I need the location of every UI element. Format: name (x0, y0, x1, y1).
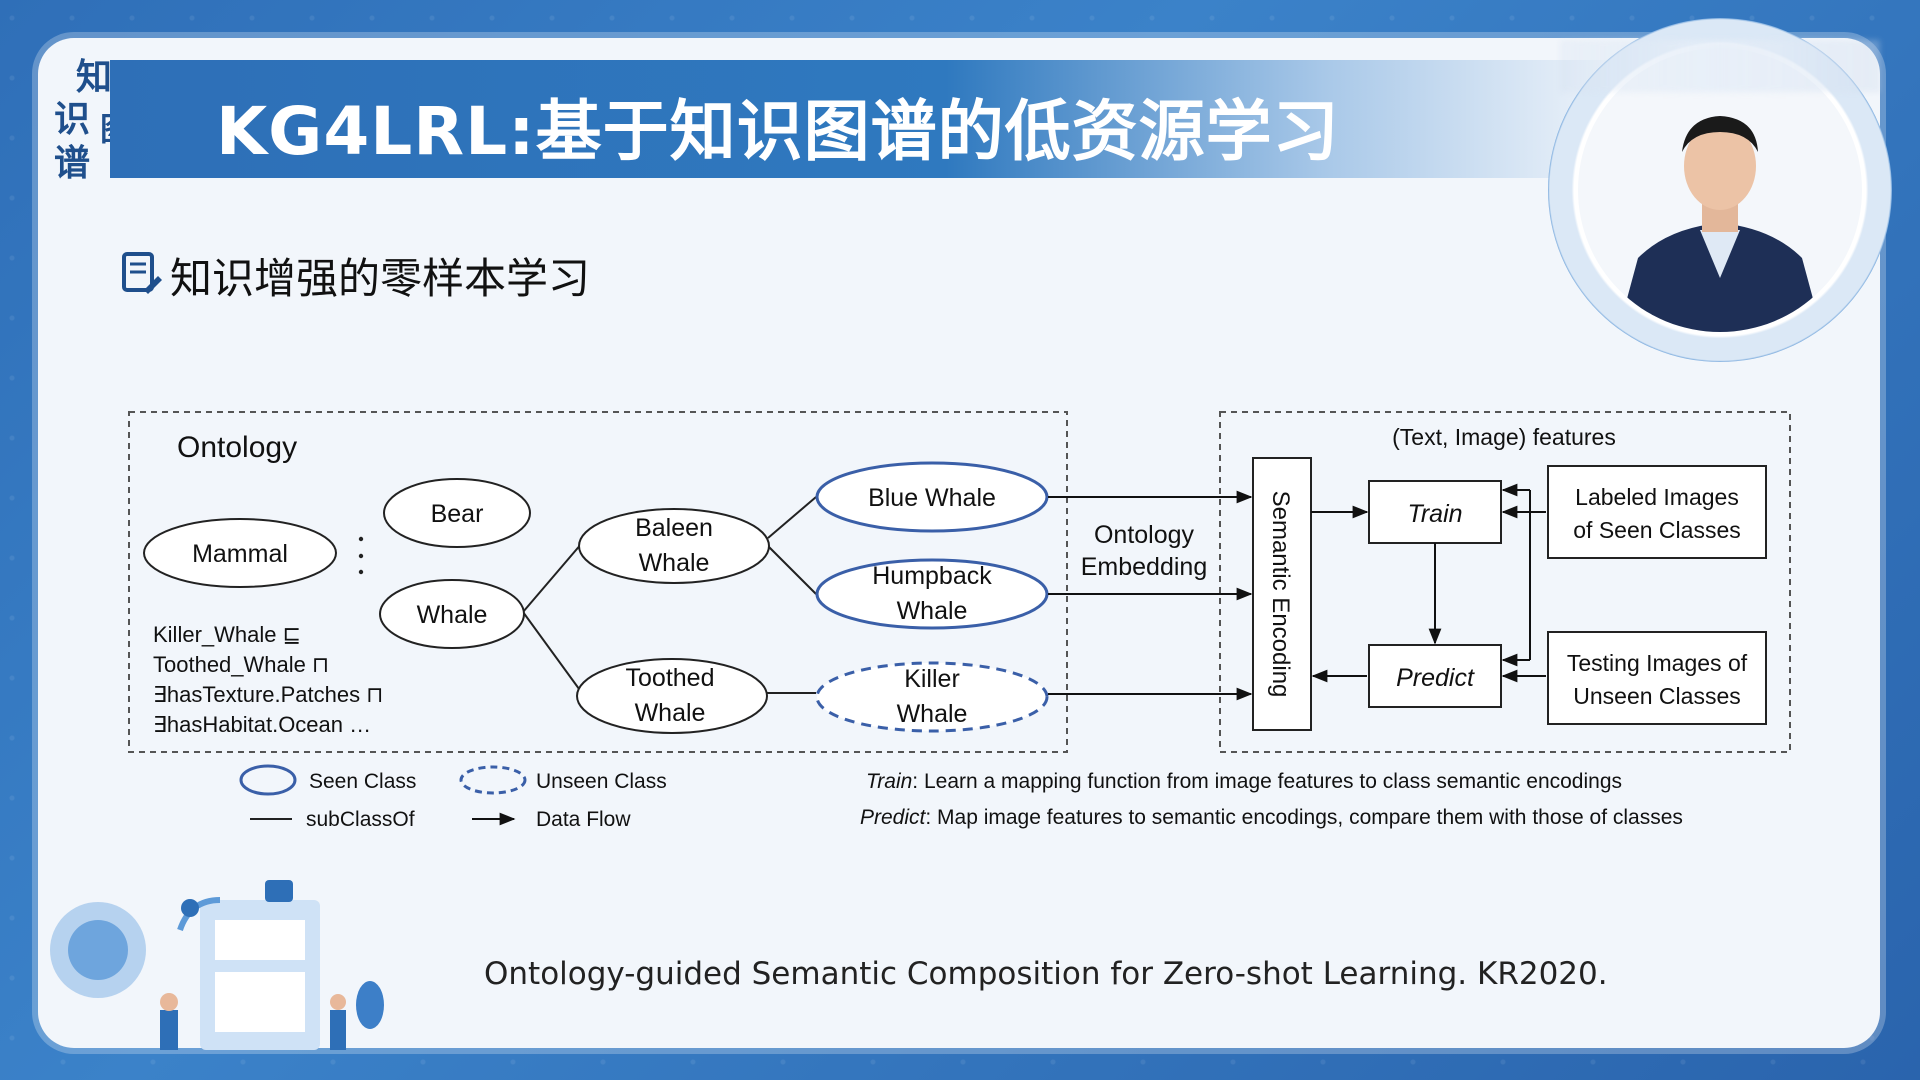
node-mammal (143, 518, 337, 588)
note-predict-text: : Map image features to semantic encodin… (925, 806, 1683, 829)
note-train-key: Train (866, 770, 912, 793)
logo-char-4: 谱 (54, 143, 91, 184)
axiom-line-2: Toothed_Whale ⊓ (153, 652, 329, 677)
logo-char-2: 识 (54, 99, 91, 140)
label-humpback-2: Whale (897, 597, 968, 625)
note-train: Train: Learn a mapping function from ima… (866, 770, 1622, 793)
features-title: (Text, Image) features (1392, 424, 1616, 450)
label-humpback-1: Humpback (872, 562, 992, 590)
semantic-encoding-box (1252, 457, 1312, 731)
axiom-line-3: ∃hasTexture.Patches ⊓ (153, 682, 383, 707)
node-bear (383, 478, 531, 548)
subclass-lines (522, 496, 817, 694)
node-humpback-whale (815, 558, 1049, 630)
section-subtitle: 知识增强的零样本学习 (170, 254, 591, 303)
label-blue-whale: Blue Whale (868, 484, 996, 512)
page-title: KG4LRL:基于知识图谱的低资源学习 (216, 93, 1340, 170)
labeled-images-label-1: Labeled Images (1575, 484, 1739, 510)
ellipsis-dots (358, 536, 364, 575)
note-train-text: : Learn a mapping function from image fe… (912, 770, 1622, 793)
decorative-illustration (50, 880, 384, 1050)
testing-images-box (1547, 631, 1767, 725)
note-predict-key: Predict (860, 806, 927, 829)
label-whale: Whale (417, 601, 488, 629)
legend-seen-icon (239, 764, 297, 796)
node-toothed-whale (576, 658, 768, 734)
ontology-embedding-label-1: Ontology (1094, 521, 1195, 549)
semantic-encoding-label: Semantic Encoding (1267, 491, 1294, 698)
citation: Ontology-guided Semantic Composition for… (484, 956, 1608, 992)
node-baleen-whale (578, 508, 770, 584)
legend-seen-label: Seen Class (309, 770, 416, 793)
presenter-figure (1578, 48, 1862, 332)
testing-images-label-1: Testing Images of (1567, 650, 1748, 676)
predict-label: Predict (1396, 664, 1475, 692)
node-killer-whale (815, 661, 1049, 733)
legend-unseen-label: Unseen Class (536, 770, 667, 793)
labeled-images-label-2: of Seen Classes (1573, 517, 1740, 543)
label-mammal: Mammal (192, 540, 288, 568)
note-predict: Predict: Map image features to semantic … (860, 806, 1683, 829)
dataflow-arrows (1048, 490, 1253, 701)
legend-unseen-icon (459, 765, 527, 795)
label-killer-1: Killer (904, 665, 960, 693)
ontology-embedding-label-2: Embedding (1081, 553, 1207, 581)
labeled-images-box (1547, 465, 1767, 559)
node-whale (379, 579, 525, 649)
label-killer-2: Whale (897, 700, 968, 728)
title-banner (110, 60, 1630, 178)
training-box (1219, 411, 1791, 753)
label-baleen-1: Baleen (635, 514, 713, 542)
ontology-title: Ontology (177, 431, 297, 464)
train-box (1368, 480, 1502, 544)
testing-images-label-2: Unseen Classes (1573, 683, 1740, 709)
blurred-overlay (1560, 40, 1880, 92)
legend-dataflow-label: Data Flow (536, 808, 631, 831)
axiom-line-4: ∃hasHabitat.Ocean … (153, 712, 371, 737)
axiom-line-1: Killer_Whale ⊑ (153, 622, 301, 647)
node-blue-whale (815, 461, 1049, 533)
train-label: Train (1407, 500, 1462, 528)
label-baleen-2: Whale (639, 549, 710, 577)
document-icon (122, 252, 162, 294)
legend-subclass-label: subClassOf (306, 808, 415, 831)
label-toothed-1: Toothed (626, 664, 715, 692)
logo-char-1: 知 (76, 57, 113, 98)
label-bear: Bear (431, 500, 484, 528)
label-toothed-2: Whale (635, 699, 706, 727)
training-flow-arrows (1311, 483, 1546, 683)
presenter-video (1578, 48, 1862, 332)
predict-box (1368, 644, 1502, 708)
